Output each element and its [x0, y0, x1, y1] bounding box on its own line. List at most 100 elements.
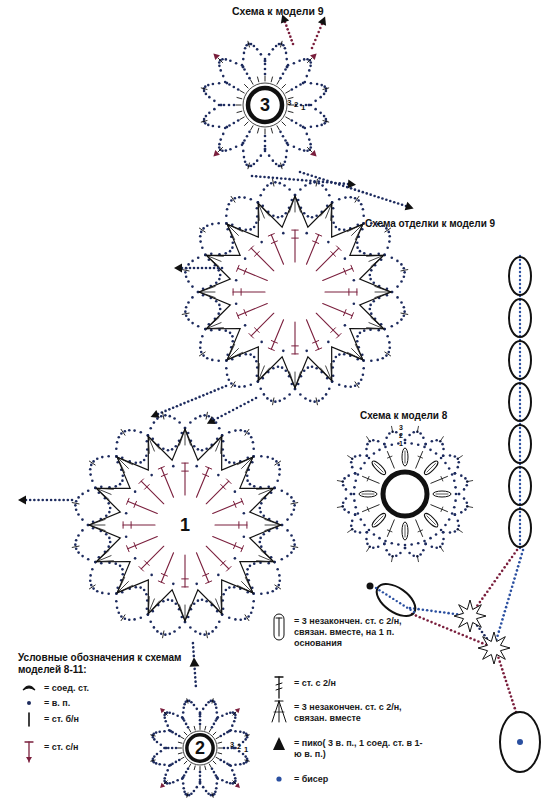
chain-stitch	[360, 203, 363, 206]
picot-symbol	[310, 53, 317, 60]
chain-stitch	[67, 499, 70, 502]
chain-stitch	[262, 514, 265, 517]
chain-stitch	[243, 403, 246, 406]
chain-stitch	[217, 474, 220, 477]
chain-stitch	[278, 43, 281, 46]
chain-stitch	[404, 442, 407, 445]
chain-stitch	[205, 704, 208, 707]
chain-stitch	[228, 411, 231, 414]
chain-stitch	[305, 232, 308, 235]
chain-stitch	[114, 485, 117, 488]
chain-stitch	[193, 445, 196, 448]
chain-stitch	[247, 401, 250, 404]
chain-stitches	[341, 472, 356, 495]
chain-stitch	[290, 551, 293, 554]
picot-symbol	[405, 202, 414, 210]
chain-stitch	[519, 479, 521, 481]
cluster-stitch	[148, 436, 154, 451]
chain-stitch	[434, 610, 437, 613]
chain-stitch	[91, 479, 94, 482]
chain-stitch	[370, 312, 373, 315]
chain-stitch	[216, 717, 219, 720]
chain-stitch	[350, 493, 353, 496]
chain-stitch	[196, 786, 199, 789]
chain-stitches	[199, 222, 228, 256]
chain-stitch	[233, 104, 236, 107]
single-crochet	[251, 80, 254, 84]
double-crochet-top	[127, 546, 129, 552]
chain-stitch	[519, 435, 521, 437]
chain-stitch	[388, 341, 391, 344]
picot-symbol	[318, 17, 326, 26]
chain-stitch	[519, 403, 521, 405]
chain-stitch	[357, 512, 360, 515]
chain-stitch	[178, 735, 181, 738]
cluster-stitch	[117, 582, 128, 593]
chain-stitch	[365, 448, 368, 451]
chain-stitch	[501, 668, 504, 671]
chain-stitch	[253, 226, 256, 229]
chain-stitch	[184, 271, 187, 274]
chain-stitch	[298, 148, 301, 151]
motif-texts: 1	[67, 407, 303, 643]
double-crochet-top	[158, 467, 164, 469]
chain-stitch	[243, 762, 246, 765]
single-crochet	[205, 726, 206, 730]
chain-stitch	[239, 618, 242, 621]
chain-stitch	[454, 472, 457, 475]
chain-stitches	[286, 58, 312, 84]
chain-stitch	[272, 176, 275, 179]
chain-stitch	[500, 664, 503, 667]
double-crochet	[206, 481, 229, 504]
chain-stitch	[235, 145, 238, 148]
cluster-stitch	[369, 255, 384, 261]
chain-stitch	[463, 488, 466, 491]
chain-stitch	[244, 617, 247, 620]
double-crochet-bar	[292, 345, 299, 346]
chain-stitches	[203, 104, 229, 129]
chain-stitch	[246, 135, 249, 138]
chain-stitch	[314, 39, 317, 42]
chain-stitch	[232, 782, 235, 785]
chain-stitch	[403, 310, 406, 313]
chain-stitch	[404, 547, 407, 550]
cluster-stitch	[242, 582, 253, 593]
chain-stitches	[344, 257, 347, 260]
chain-stitch	[311, 47, 314, 50]
chain-stitch	[344, 257, 347, 260]
single-crochet	[275, 461, 281, 465]
chain-stitch	[276, 568, 279, 571]
chain-stitch	[225, 367, 228, 370]
bead-star	[454, 600, 486, 632]
chain-stitch	[377, 196, 380, 199]
chain-stitch	[322, 181, 325, 184]
chain-stitches	[181, 267, 224, 270]
chain-stitch	[372, 281, 375, 284]
chain-stitch	[435, 452, 438, 455]
center-ring-outline	[243, 83, 287, 127]
chain-stitch	[229, 711, 232, 714]
chain-stitch	[191, 260, 194, 263]
chain-stitches	[216, 711, 237, 732]
chain-stitch	[172, 465, 175, 468]
single-crochet	[271, 128, 272, 133]
chain-stitch	[216, 717, 219, 720]
chain-stitch	[202, 708, 205, 711]
chain-stitch	[503, 566, 506, 569]
chain-stitch	[187, 318, 190, 321]
chain-stitch	[441, 443, 444, 446]
single-crochet	[189, 764, 191, 767]
chain-stitch	[259, 194, 262, 197]
chain-stitch	[207, 792, 210, 795]
double-crochet-bar	[182, 578, 189, 579]
chain-stitch	[308, 138, 311, 141]
chain-stitch	[185, 267, 188, 270]
chain-stitch	[385, 549, 388, 552]
chain-stitch	[198, 396, 201, 399]
chain-stitch	[200, 351, 203, 354]
chain-stitch	[124, 617, 127, 620]
chain-stitch	[519, 447, 521, 449]
chain-stitches	[163, 711, 184, 732]
chain-stitch	[239, 429, 242, 432]
chain-stitch	[454, 631, 457, 634]
